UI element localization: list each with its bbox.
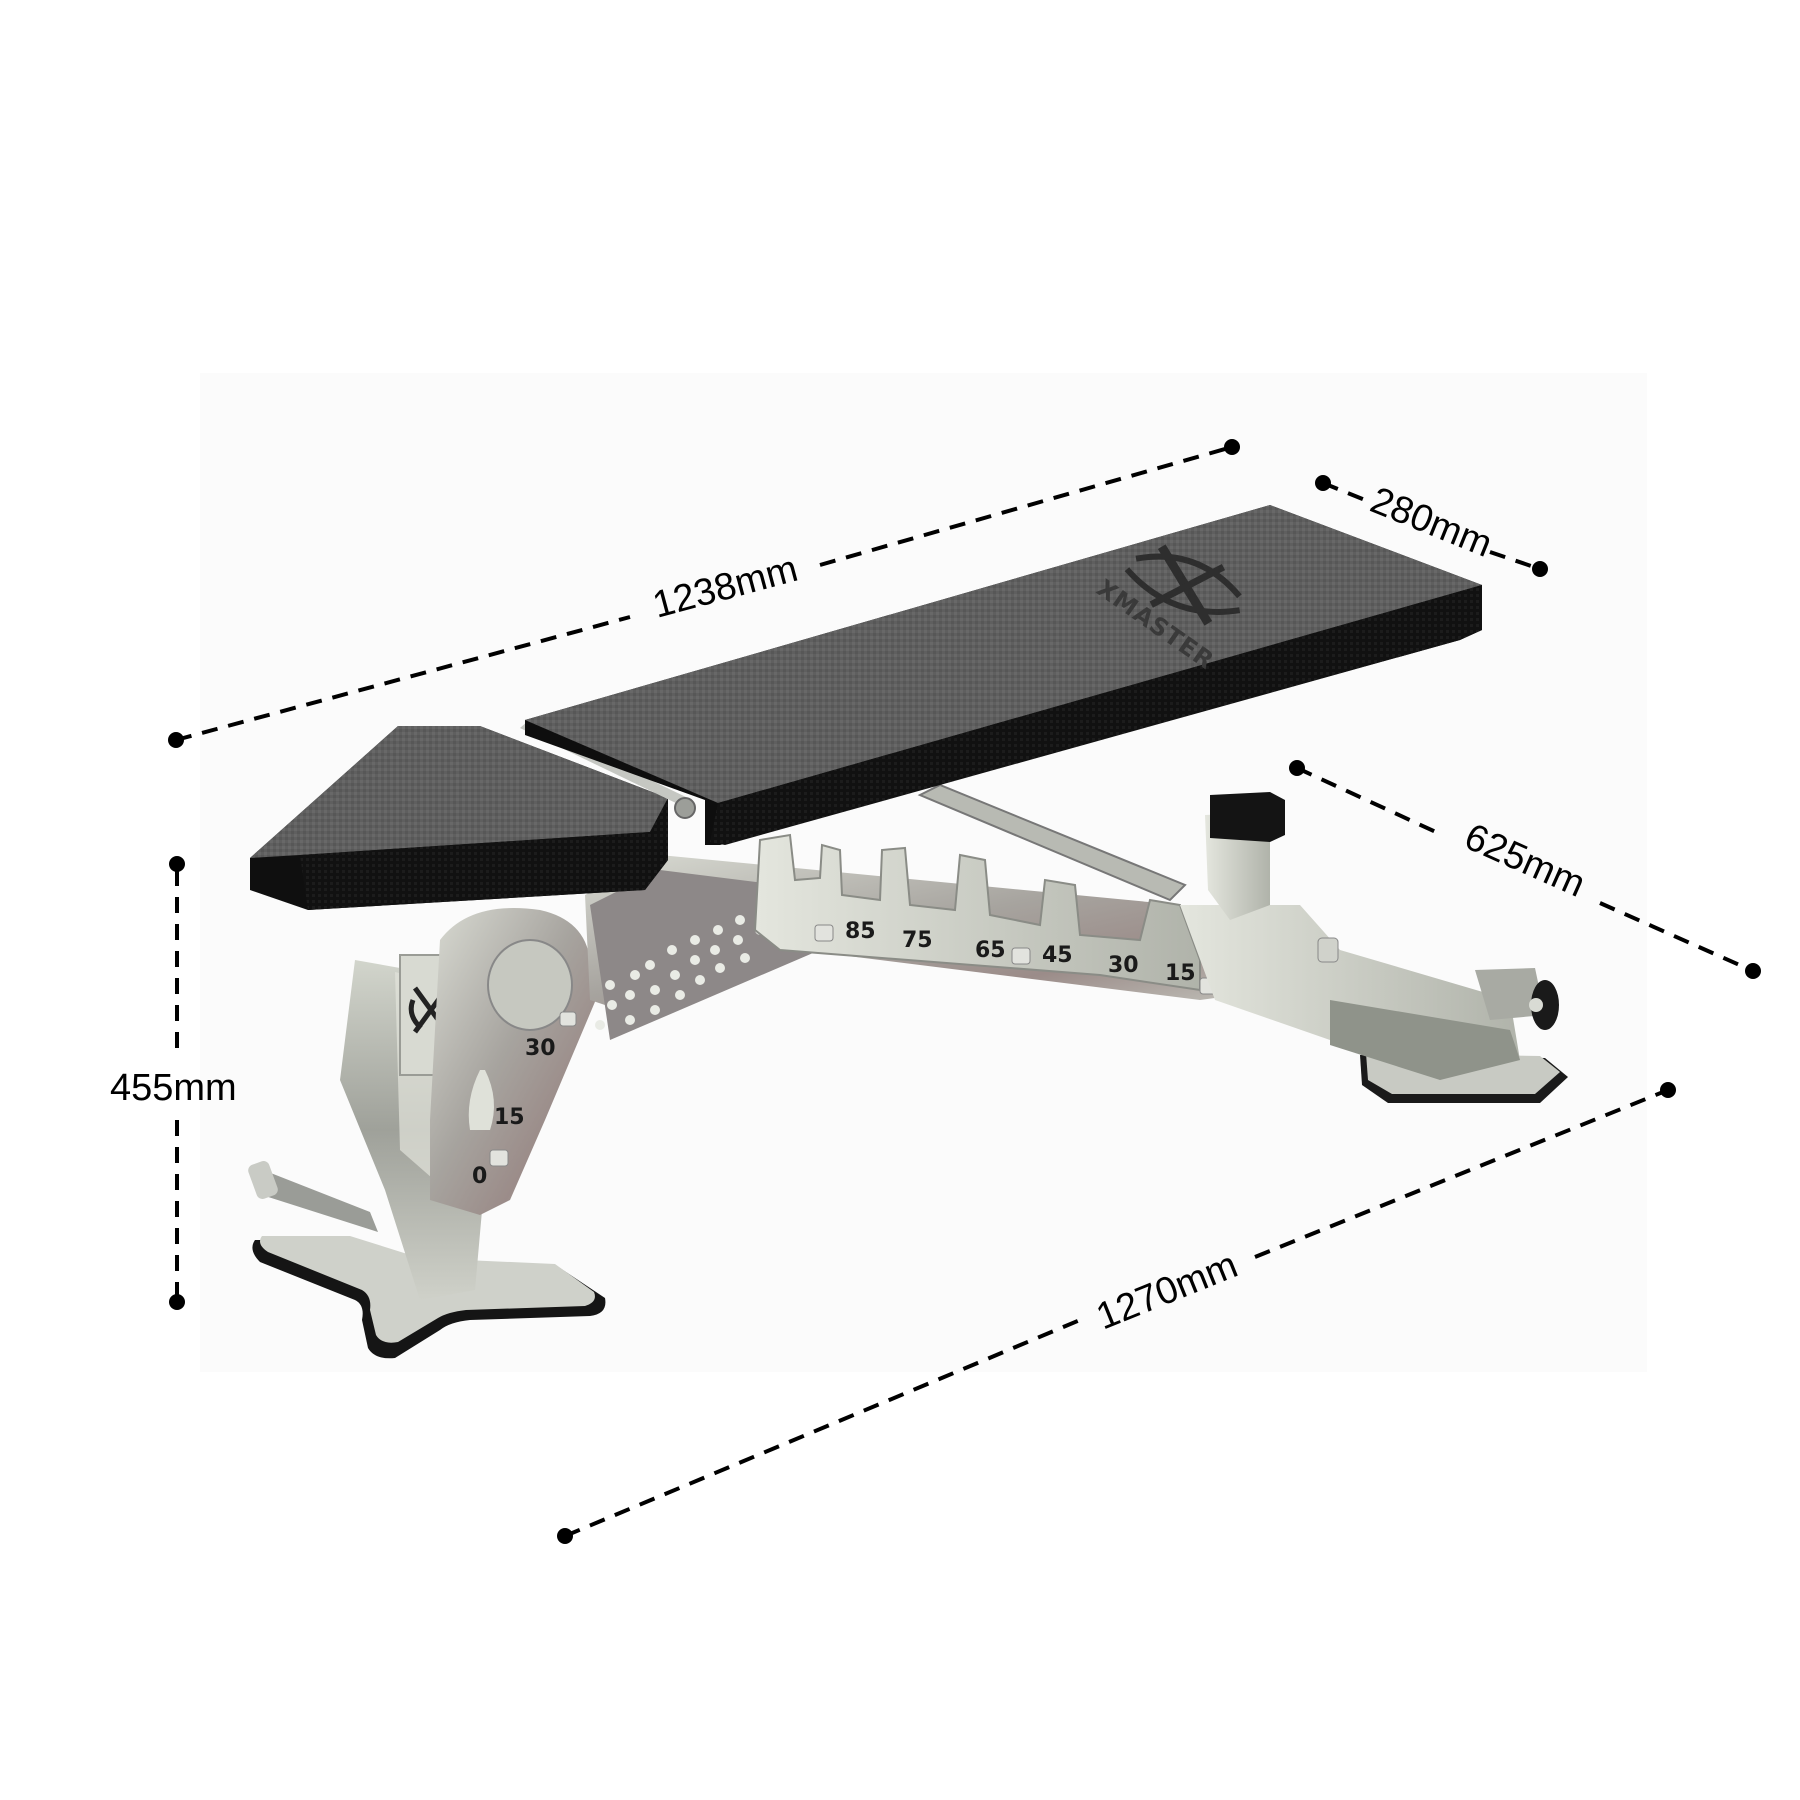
dot-icon: [1289, 760, 1305, 776]
backrest-ladder: 85 75 65 45 30 15: [753, 833, 1219, 995]
xmaster-logo-icon: [1124, 544, 1242, 626]
seat-angle-plate: 30 15 0: [430, 908, 600, 1215]
rear-pad: [1210, 792, 1285, 842]
dot-icon: [169, 856, 185, 872]
dot-icon: [557, 1528, 573, 1544]
seat-angle-mark: 30: [525, 1036, 556, 1061]
backrest-angle-scale: 85 75 65 45 30 15: [845, 919, 1196, 986]
backrest-pad: XMASTER: [525, 505, 1482, 845]
backrest-angle-mark: 75: [902, 928, 933, 953]
backrest-angle-mark: 30: [1108, 953, 1139, 978]
backrest-angle-mark: 15: [1165, 961, 1196, 986]
dot-icon: [1660, 1082, 1676, 1098]
dot-icon: [1532, 561, 1548, 577]
backrest-angle-mark: 85: [845, 919, 876, 944]
seat-angle-scale: 30 15 0: [472, 1036, 556, 1189]
seat-angle-mark: 15: [494, 1105, 525, 1130]
front-roller-handle: [248, 1161, 378, 1232]
backrest-angle-mark: 65: [975, 938, 1006, 963]
backrest-angle-mark: 45: [1042, 943, 1073, 968]
dot-icon: [1315, 475, 1331, 491]
dot-icon: [169, 1294, 185, 1310]
seat-pad: [250, 726, 668, 910]
rear-upright: [1205, 792, 1285, 920]
dimension-seat-height: 455mm: [110, 856, 237, 1310]
rear-wheel: [1475, 968, 1559, 1030]
dot-icon: [1745, 963, 1761, 979]
seat-angle-mark: 0: [472, 1164, 487, 1189]
support-strut: [917, 783, 1187, 902]
dot-icon: [168, 732, 184, 748]
dot-icon: [1224, 439, 1240, 455]
rear-frame-beam: [1180, 905, 1520, 1080]
bench-illustration: 30 15 0 8: [248, 505, 1568, 1359]
dimension-label: 455mm: [110, 1067, 237, 1109]
